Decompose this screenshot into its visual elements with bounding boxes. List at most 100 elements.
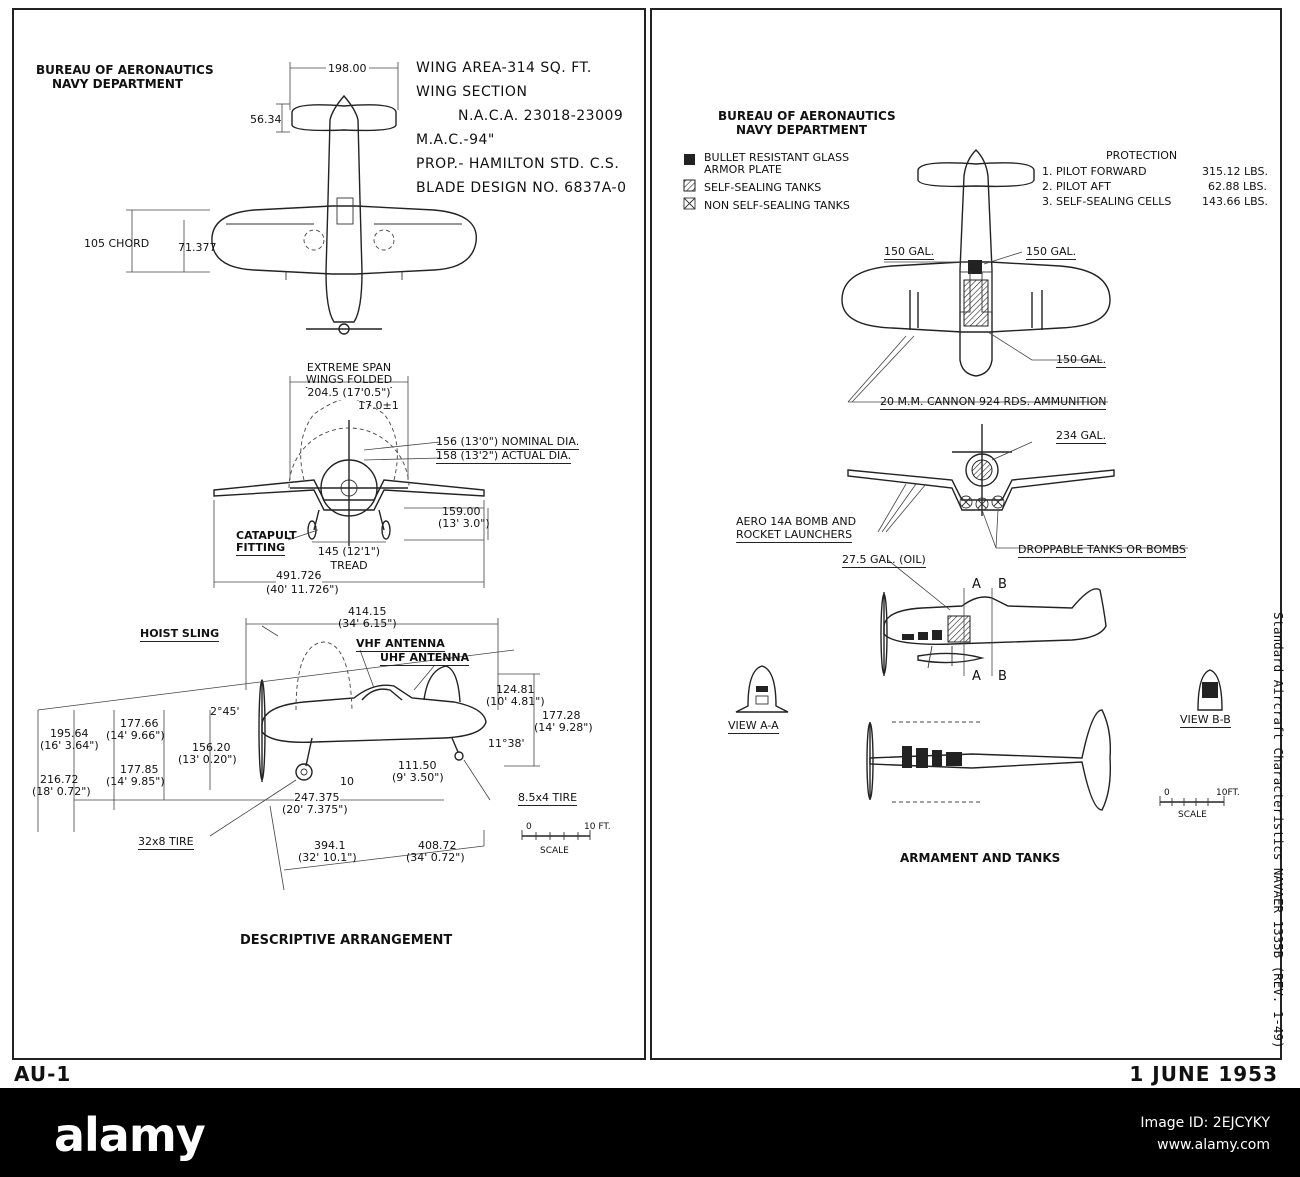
dim-d8-2: (32' 10.1")	[298, 851, 357, 864]
dim-length-1: 414.15	[348, 605, 387, 618]
armament-front-view	[847, 424, 1188, 549]
legend-solid-symbol	[684, 154, 695, 165]
dim-d7-2: (20' 7.375")	[282, 803, 348, 816]
dim-angle-1: 2°45'	[210, 705, 240, 718]
label-hoist-sling: HOIST SLING	[140, 627, 220, 642]
descriptive-arrangement-panel: BUREAU OF AERONAUTICS NAVY DEPARTMENT WI…	[12, 8, 646, 1060]
armament-tanks-drawing	[683, 149, 1225, 811]
legend-hatched-symbol	[683, 179, 696, 192]
spec-wing-section: WING SECTION	[416, 84, 528, 100]
dim-nominal-dia: 156 (13'0") NOMINAL DIA.	[436, 435, 580, 450]
left-scale-bar	[521, 830, 591, 840]
dim-span-2: (40' 11.726")	[266, 583, 339, 596]
legend-solid-line-1: BULLET RESISTANT GLASS	[704, 151, 850, 164]
watermark-image-id: Image ID: 2EJCYKY	[1140, 1115, 1270, 1131]
right-scale-label: SCALE	[1178, 810, 1207, 820]
section-a-bottom: A	[972, 669, 981, 684]
left-scale-zero: 0	[526, 822, 532, 832]
dim-ten: 10	[340, 775, 354, 788]
section-a-top: A	[972, 577, 981, 592]
right-scale-ten: 10FT.	[1216, 788, 1240, 798]
legend-crossed-symbol	[683, 197, 696, 210]
legend-hatched-label: SELF-SEALING TANKS	[704, 181, 822, 194]
callout-150-gal-right: 150 GAL.	[1026, 245, 1077, 260]
protection-item-2: 2. PILOT AFT	[1042, 180, 1111, 193]
dim-h2-1: 177.28	[542, 709, 581, 722]
dim-tail-span: 198.00	[326, 62, 369, 76]
dim-d1-2: (16' 3.64")	[40, 739, 99, 752]
armament-tanks-panel: BUREAU OF AERONAUTICS NAVY DEPARTMENT BU…	[650, 8, 1282, 1060]
plan-view	[126, 62, 477, 335]
callout-150-gal-left: 150 GAL.	[884, 245, 935, 260]
spec-naca: N.A.C.A. 23018-23009	[458, 108, 624, 124]
org-line-2-right: NAVY DEPARTMENT	[736, 123, 868, 137]
callout-234-gal: 234 GAL.	[1056, 429, 1107, 444]
dim-folded-span: 204.5 (17'0.5")	[307, 386, 391, 400]
dim-d4-2: (18' 0.72")	[32, 785, 91, 798]
label-uhf-antenna: UHF ANTENNA	[380, 651, 470, 666]
dim-height-2: (13' 3.0")	[438, 517, 490, 530]
dim-d6-2: (9' 3.50")	[392, 771, 444, 784]
caption-armament-tanks: ARMAMENT AND TANKS	[900, 851, 1061, 865]
callout-droppable: DROPPABLE TANKS OR BOMBS	[1018, 543, 1186, 558]
dim-d3-1: 156.20	[192, 741, 231, 754]
caption-descriptive-arrangement: DESCRIPTIVE ARRANGEMENT	[240, 933, 453, 948]
front-view	[213, 376, 489, 588]
dim-actual-dia: 158 (13'2") ACTUAL DIA.	[436, 449, 572, 464]
protection-weight-2: 62.88 LBS.	[1208, 180, 1267, 193]
label-tread: TREAD	[330, 559, 368, 572]
label-catapult-2: FITTING	[236, 541, 286, 556]
dim-d7-1: 247.375	[294, 791, 340, 805]
legend-solid-line-2: ARMOR PLATE	[704, 163, 782, 176]
org-line-2: NAVY DEPARTMENT	[52, 77, 184, 91]
dim-span-1: 491.726	[276, 569, 322, 583]
spec-prop: PROP.- HAMILTON STD. C.S.	[416, 156, 620, 172]
dim-length-2: (34' 6.15")	[338, 617, 397, 630]
legend-crossed-label: NON SELF-SEALING TANKS	[704, 199, 850, 212]
right-scale-zero: 0	[1164, 788, 1170, 798]
section-b-top: B	[998, 577, 1007, 592]
dim-d1-1: 195.64	[50, 727, 89, 740]
dim-d2-1: 177.66	[120, 717, 159, 730]
dim-d9-2: (34' 0.72")	[406, 851, 465, 864]
watermark-info: Image ID: 2EJCYKY www.alamy.com	[1140, 1112, 1270, 1157]
dim-tread-value: 145 (12'1")	[317, 545, 381, 559]
armament-side-view	[880, 559, 1107, 676]
watermark-url: www.alamy.com	[1157, 1137, 1270, 1154]
label-view-aa: VIEW A-A	[728, 719, 779, 734]
protection-weight-1: 315.12 LBS.	[1202, 165, 1268, 178]
callout-150-gal-lower: 150 GAL.	[1056, 353, 1107, 368]
org-line-1: BUREAU OF AERONAUTICS	[36, 63, 214, 77]
dim-height-1: 159.00	[442, 505, 481, 518]
dim-offset: 17.0±1	[358, 399, 399, 412]
dim-h1-2: (10' 4.81")	[486, 695, 545, 708]
callout-aero-2: ROCKET LAUNCHERS	[736, 528, 853, 543]
dim-tail-height: 56.34	[250, 113, 282, 126]
dim-d5-2: (14' 9.85")	[106, 775, 165, 788]
protection-weight-3: 143.66 LBS.	[1202, 195, 1268, 208]
protection-title: PROTECTION	[1106, 149, 1178, 162]
label-catapult-1: CATAPULT	[236, 529, 297, 542]
label-extreme-span: EXTREME SPAN	[306, 361, 392, 374]
dim-chord-label: 105 CHORD	[84, 237, 150, 250]
armament-plan-view	[841, 149, 1111, 403]
protection-item-1: 1. PILOT FORWARD	[1042, 165, 1147, 178]
dim-angle-2: 11°38'	[488, 737, 525, 750]
label-tail-tire: 8.5x4 TIRE	[518, 791, 578, 806]
right-scale-bar	[1159, 796, 1225, 806]
armament-top-view	[866, 709, 1112, 811]
callout-cannon: 20 M.M. CANNON 924 RDS. AMMUNITION	[880, 395, 1107, 410]
dim-d9-1: 408.72	[418, 839, 457, 852]
label-view-bb: VIEW B-B	[1180, 713, 1231, 728]
dim-d8-1: 394.1	[314, 839, 346, 853]
dim-d4-1: 216.72	[40, 773, 79, 786]
protection-item-3: 3. SELF-SEALING CELLS	[1042, 195, 1172, 208]
left-scale-ten: 10 FT.	[584, 822, 611, 832]
footer-model: AU-1	[14, 1062, 72, 1086]
descriptive-arrangement-drawing	[37, 62, 591, 891]
side-view	[37, 618, 540, 891]
view-bb-drawing	[1197, 669, 1223, 711]
side-note-reference: Standard Aircraft Characteristics NAVAER…	[1271, 612, 1286, 1049]
callout-oil: 27.5 GAL. (OIL)	[842, 553, 926, 568]
label-vhf-antenna: VHF ANTENNA	[356, 637, 445, 652]
